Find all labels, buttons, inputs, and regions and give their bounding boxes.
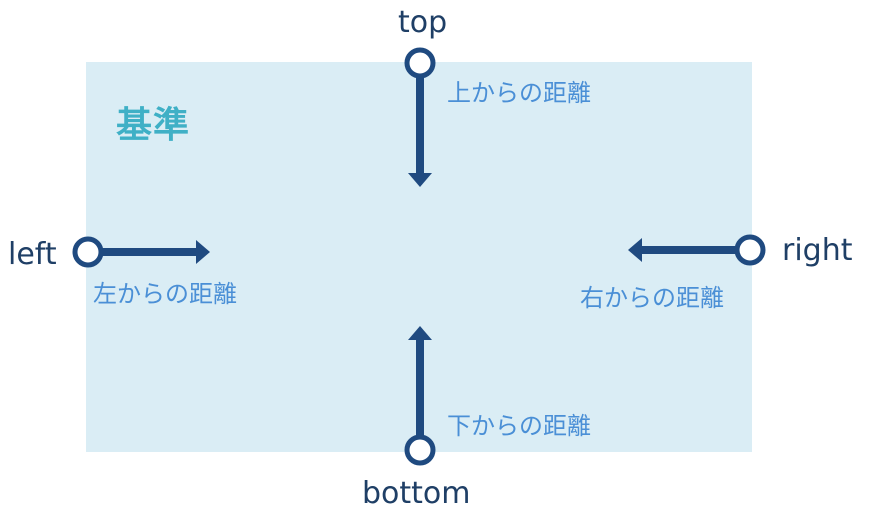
distance-label-right: 右からの距離 <box>580 284 724 312</box>
top-arrow <box>404 47 436 187</box>
edge-label-top: top <box>398 5 448 40</box>
distance-label-bottom: 下からの距離 <box>447 412 591 440</box>
edge-label-bottom: bottom <box>362 476 471 511</box>
edge-label-left: left <box>8 237 57 272</box>
distance-label-left: 左からの距離 <box>93 280 237 308</box>
right-origin-icon <box>734 234 766 266</box>
bottom-arrow <box>404 326 436 466</box>
top-origin-icon <box>404 47 436 79</box>
bottom-origin-icon <box>404 434 436 466</box>
edge-label-right: right <box>782 233 853 268</box>
distance-label-top: 上からの距離 <box>447 79 591 107</box>
left-origin-icon <box>72 236 104 268</box>
left-arrow <box>72 236 210 268</box>
base-label: 基準 <box>116 105 191 146</box>
right-arrow <box>628 234 766 266</box>
